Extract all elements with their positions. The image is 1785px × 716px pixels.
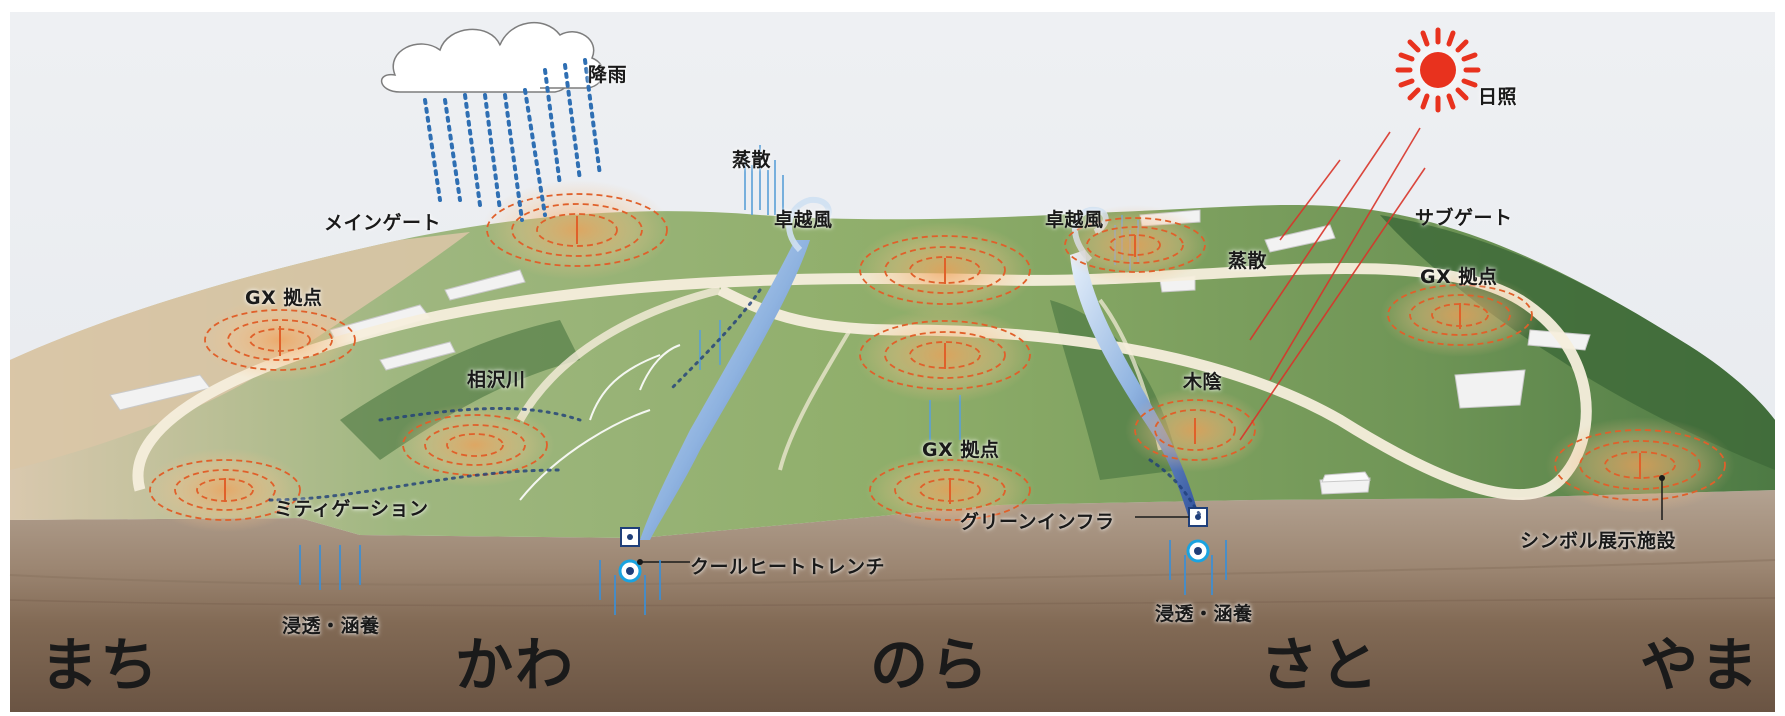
zone-label-nora: のら [870, 631, 991, 699]
label-river: 相沢川 [467, 369, 526, 391]
heat-ring-top-right [1060, 205, 1210, 285]
river-left [640, 240, 810, 540]
heat-islands [145, 180, 1735, 532]
buildings [109, 209, 1591, 495]
heat-ring-shade [1125, 388, 1265, 472]
heat-ring-gx-center [865, 450, 1035, 530]
cool-heat-trench-right [1135, 507, 1210, 563]
label-evaporation-1: 蒸散 [732, 149, 772, 171]
label-gx-3: GX 拠点 [922, 439, 1000, 461]
heat-ring-top-left [482, 180, 672, 280]
label-gx-1: GX 拠点 [245, 287, 323, 309]
label-green-infra: グリーンインフラ [960, 511, 1115, 533]
rain-drops [423, 58, 602, 222]
label-infiltration-2: 浸透・涵養 [1155, 603, 1253, 625]
heat-ring-center-top [855, 222, 1035, 318]
heat-ring-symbol [1545, 417, 1735, 513]
label-wind-2: 卓越風 [1045, 209, 1104, 231]
label-shade: 木陰 [1183, 371, 1223, 393]
label-sunshine: 日照 [1478, 86, 1518, 108]
label-rain: 降雨 [588, 64, 628, 86]
label-mitigation: ミティゲーション [274, 498, 429, 520]
sun-icon [1395, 27, 1481, 113]
sunlight-rays [1239, 127, 1426, 441]
infiltration-arrows [299, 540, 1227, 615]
cool-heat-trench-left [618, 527, 690, 583]
heat-ring-mitigation [145, 448, 305, 532]
label-gx-2: GX 拠点 [1420, 266, 1498, 288]
label-evaporation-2: 蒸散 [1228, 250, 1268, 272]
zone-label-yama: やま [1640, 631, 1761, 699]
label-symbol-facility: シンボル展示施設 [1520, 530, 1677, 552]
label-sub-gate: サブゲート [1415, 207, 1513, 229]
heat-ring-gx-right [1380, 273, 1540, 357]
heat-ring-gx-left [200, 298, 360, 382]
label-infiltration-1: 浸透・涵養 [282, 615, 380, 637]
heat-ring-river [395, 403, 555, 487]
zone-label-machi: まち [40, 631, 161, 699]
zone-label-sato: さと [1260, 631, 1381, 699]
zone-label-kawa: かわ [455, 631, 576, 699]
label-wind-1: 卓越風 [774, 209, 833, 231]
label-main-gate: メインゲート [324, 212, 442, 234]
label-cool-heat-trench: クールヒートトレンチ [690, 556, 886, 578]
soil-section [10, 490, 1775, 712]
cloud-icon [381, 21, 604, 93]
heat-ring-center-mid [855, 307, 1035, 403]
